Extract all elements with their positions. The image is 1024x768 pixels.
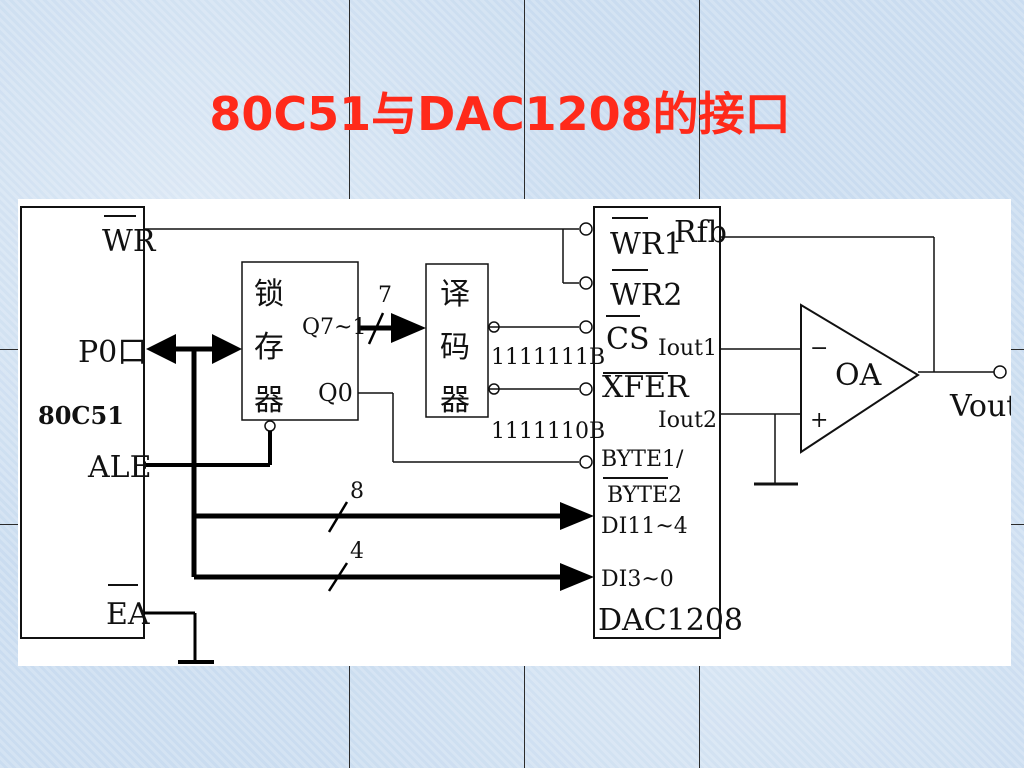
bus-width-latch: 7 [378, 283, 392, 308]
slide-title: 80C51与DAC1208的接口 [209, 87, 791, 141]
dac-pin-rfb: Rfb [674, 215, 727, 250]
dac-pin-di-high: DI11~4 [601, 514, 688, 539]
decoder-label-3: 器 [440, 383, 470, 418]
dac-pin-di-low: DI3~0 [601, 567, 674, 592]
output-terminal [993, 365, 1007, 379]
latch-enable-bubble [264, 420, 276, 432]
latch-label-3: 器 [254, 383, 284, 418]
mcu-pin-ale: ALE [87, 450, 152, 485]
inverting-bubble [579, 222, 593, 236]
dac-pin-cs: CS [606, 322, 650, 357]
bus-arrowhead [391, 313, 426, 343]
bus-width-high: 8 [350, 479, 364, 504]
opamp-output-label: Vout [949, 389, 1011, 424]
decoder-label-1: 译 [440, 277, 470, 312]
dac-pin-byte2: BYTE2 [607, 483, 682, 508]
bus-slash [327, 562, 349, 592]
output-dot [488, 321, 500, 333]
latch-out-low: Q0 [318, 379, 353, 407]
latch-label-2: 存 [254, 330, 284, 365]
dac-name: DAC1208 [598, 603, 743, 638]
dac-box [593, 206, 721, 639]
decoder-code-2: 1111110B [491, 419, 605, 444]
decoder-label-2: 码 [440, 330, 470, 365]
mcu-box [20, 206, 145, 639]
dac-pin-xfer: XFER [602, 370, 690, 405]
dac-pin-wr1: WR1 [610, 227, 683, 262]
opamp-plus: + [810, 408, 828, 433]
decoder-box [425, 263, 489, 418]
bus-slash [327, 501, 349, 533]
latch-box [241, 261, 359, 421]
dac-pin-iout2: Iout2 [658, 408, 717, 433]
latch-out-high: Q7~1 [302, 315, 366, 340]
inverting-bubble [579, 382, 593, 396]
bus-slash [367, 312, 385, 345]
dac-pin-iout1: Iout1 [658, 336, 717, 361]
dac-pin-byte1: BYTE1/ [601, 447, 684, 472]
opamp-name: OA [835, 358, 882, 393]
bus-arrowhead [146, 334, 176, 364]
dac-pin-wr2: WR2 [610, 278, 683, 313]
mcu-pin-p0: P0口 [78, 335, 147, 370]
opamp-triangle [800, 303, 920, 454]
bus-arrowhead [212, 334, 242, 364]
inverting-bubble [579, 320, 593, 334]
opamp-minus: − [810, 336, 828, 361]
mcu-name: 80C51 [38, 401, 124, 430]
diagram-panel: WR P0口 80C51 ALE EA 锁 存 器 Q7~1 Q0 译 码 器 … [18, 199, 1018, 666]
inverting-bubble [579, 276, 593, 290]
bus-width-low: 4 [350, 539, 364, 564]
inverting-bubble [579, 455, 593, 469]
mcu-pin-ea: EA [106, 597, 150, 632]
bus-arrowhead [560, 563, 594, 591]
mcu-pin-wr: WR [102, 224, 157, 259]
output-dot [488, 383, 500, 395]
decoder-code-1: 1111111B [491, 345, 605, 370]
bus-arrowhead [560, 502, 594, 530]
circuit-diagram: WR P0口 80C51 ALE EA 锁 存 器 Q7~1 Q0 译 码 器 … [20, 206, 1018, 664]
latch-label-1: 锁 [254, 277, 284, 312]
